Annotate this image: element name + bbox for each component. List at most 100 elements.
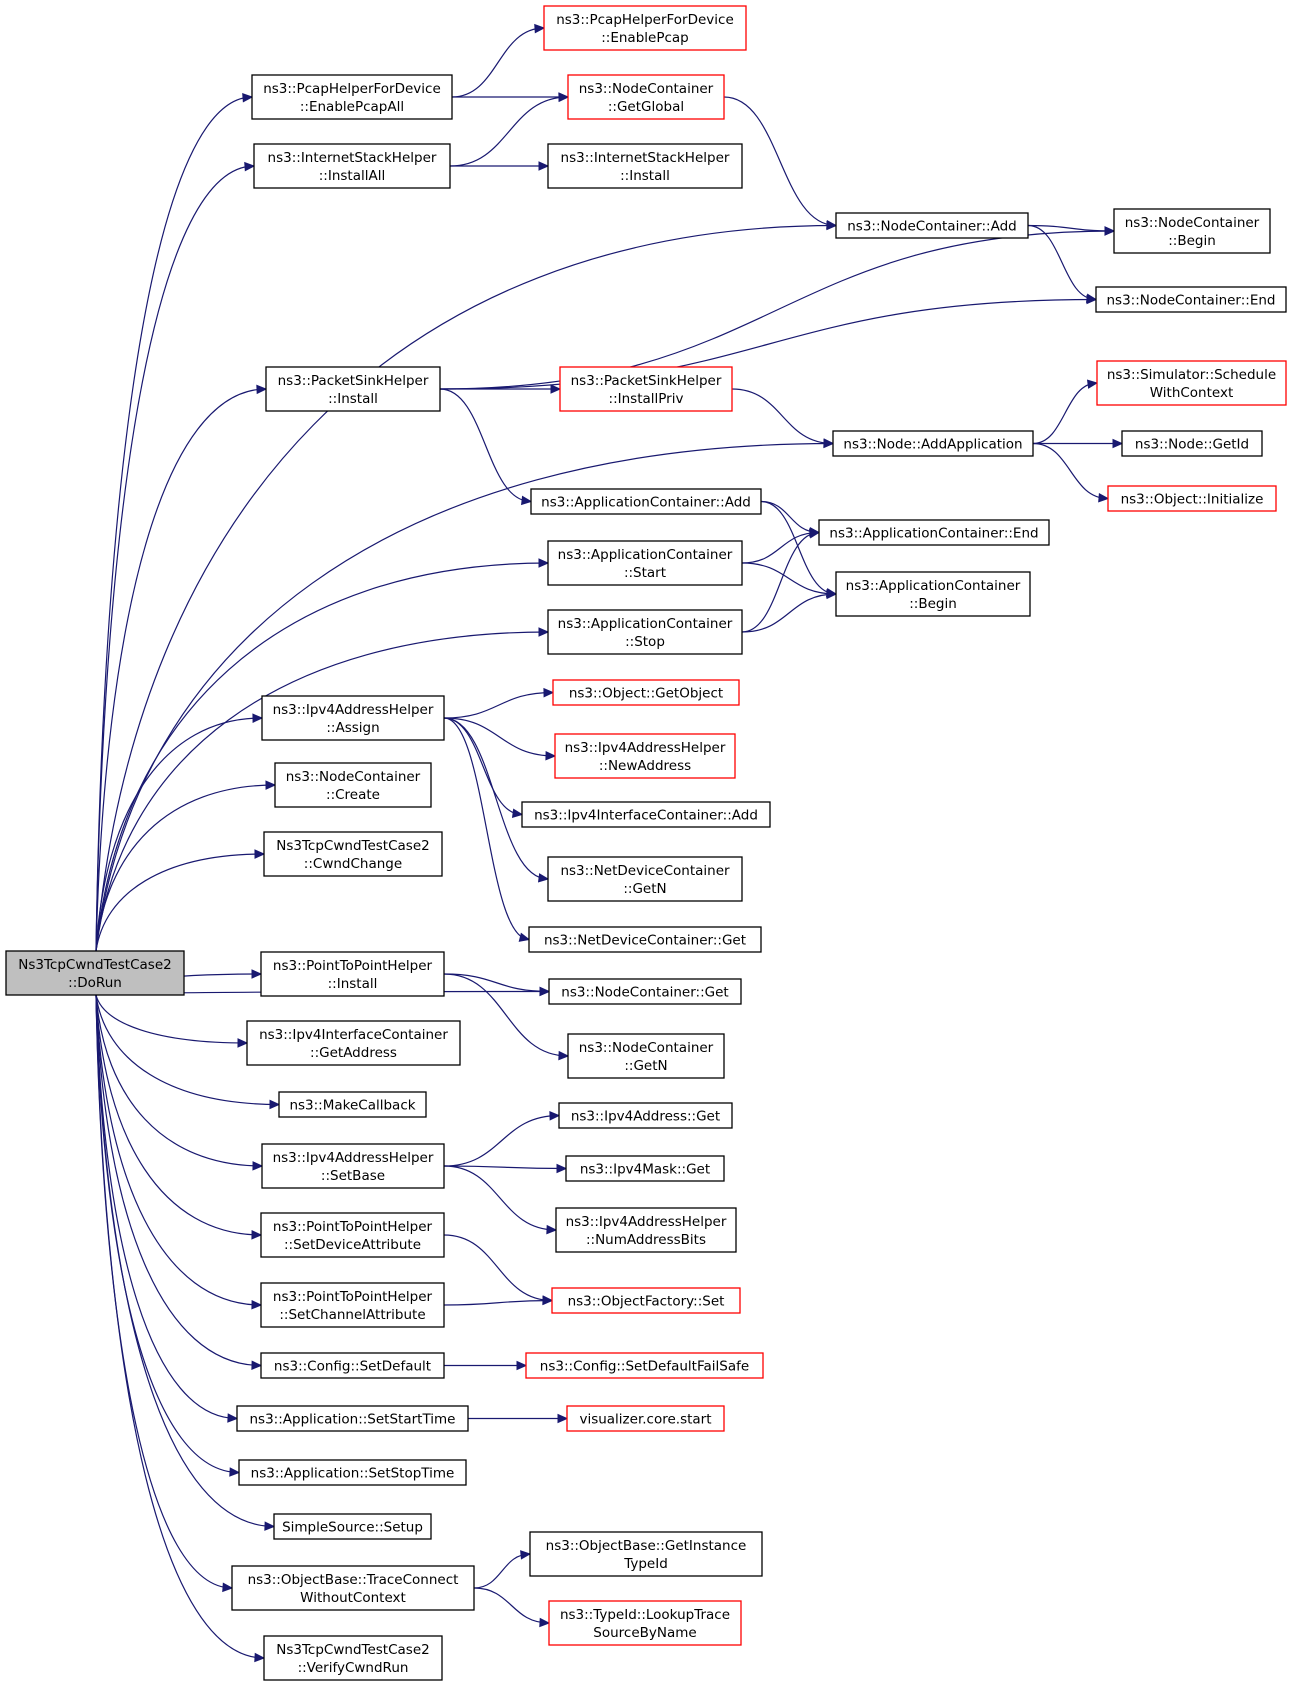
node-label: ::NewAddress [599,758,691,774]
node-ac-add[interactable]: ns3::ApplicationContainer::Add [530,488,762,515]
node-nc-add[interactable]: ns3::NodeContainer::Add [835,212,1029,239]
node-label: ::Assign [326,720,379,736]
node-label: ::CwndChange [304,856,402,872]
node-of-set[interactable]: ns3::ObjectFactory::Set [551,1287,741,1314]
node-label: ::EnablePcapAll [300,99,404,115]
node-box [263,1635,443,1681]
arrowhead-icon [539,1617,551,1628]
node-box [559,366,733,412]
node-obj-get-object[interactable]: ns3::Object::GetObject [552,679,740,706]
node-ac-start[interactable]: ns3::ApplicationContainer::Start [547,540,743,586]
node-node-get-id[interactable]: ns3::Node::GetId [1121,430,1263,457]
node-p2p-set-chan[interactable]: ns3::PointToPointHelper::SetChannelAttri… [260,1282,445,1328]
node-label: ns3::InternetStackHelper [268,150,437,166]
node-root[interactable]: Ns3TcpCwndTestCase2::DoRun [5,950,185,996]
arrowhead-icon [237,1038,249,1048]
node-pcap[interactable]: ns3::PcapHelperForDevice::EnablePcap [543,5,747,51]
node-nc-begin[interactable]: ns3::NodeContainer::Begin [1113,208,1271,254]
node-simple-setup[interactable]: SimpleSource::Setup [273,1513,432,1540]
node-psh-install[interactable]: ns3::PacketSinkHelper::Install [265,366,441,412]
node-label: ns3::NodeContainer [579,81,714,97]
edge-ipv4-assign-to-ipv4-new-addr [443,717,556,757]
edge-pcap-all-to-pcap [451,27,545,98]
node-ndc-get[interactable]: ns3::NetDeviceContainer::Get [528,926,762,953]
node-label: ns3::PacketSinkHelper [278,373,429,389]
node-label: ::Start [624,565,666,581]
edge-root-to-simple-setup [95,994,275,1528]
node-p2p-set-dev[interactable]: ns3::PointToPointHelper::SetDeviceAttrib… [260,1212,445,1258]
node-label: ns3::Config::SetDefault [274,1359,431,1375]
node-ish-install[interactable]: ns3::InternetStackHelper::Install [547,143,743,189]
node-ish-install-all[interactable]: ns3::InternetStackHelper::InstallAll [253,143,451,189]
node-label: TypeId [623,1556,668,1572]
node-box [554,733,736,779]
node-viz-start[interactable]: visualizer.core.start [566,1405,725,1432]
node-label: ::DoRun [68,975,122,991]
arrowhead-icon [511,808,524,818]
node-nc-end[interactable]: ns3::NodeContainer::End [1095,286,1287,313]
node-box [547,856,743,902]
node-psh-install-priv[interactable]: ns3::PacketSinkHelper::InstallPriv [559,366,733,412]
node-label: ns3::InternetStackHelper [561,150,730,166]
node-nc-get[interactable]: ns3::NodeContainer::Get [548,978,742,1005]
node-ndc-get-n[interactable]: ns3::NetDeviceContainer::GetN [547,856,743,902]
node-nc-create[interactable]: ns3::NodeContainer::Create [274,762,432,808]
node-pcap-all[interactable]: ns3::PcapHelperForDevice::EnablePcapAll [251,74,453,120]
node-box [548,978,742,1005]
node-iic-add[interactable]: ns3::Ipv4InterfaceContainer::Add [521,801,771,828]
edge-root-to-nc-add [95,224,837,952]
node-app-stop-time[interactable]: ns3::Application::SetStopTime [238,1459,467,1486]
node-make-callback[interactable]: ns3::MakeCallback [278,1091,427,1118]
arrowhead-icon [534,23,546,34]
node-label: ns3::Config::SetDefaultFailSafe [540,1359,749,1375]
node-box [5,950,185,996]
node-label: SourceByName [593,1625,696,1641]
node-label: ::NumAddressBits [586,1232,706,1248]
node-label: ::Stop [625,634,665,650]
edge-ipv4-assign-to-ndc-get-n [443,717,549,880]
node-label: ns3::Ipv4InterfaceContainer::Add [534,808,758,824]
node-label: ::SetChannelAttribute [279,1307,425,1323]
node-box [558,1102,733,1129]
node-app-start-time[interactable]: ns3::Application::SetStartTime [236,1405,469,1432]
node-ac-begin[interactable]: ns3::ApplicationContainer::Begin [835,571,1031,617]
node-nc-get-global[interactable]: ns3::NodeContainer::GetGlobal [567,74,725,120]
node-mask-get[interactable]: ns3::Ipv4Mask::Get [565,1155,725,1182]
arrowhead-icon [556,1163,568,1174]
node-cfg-set-default[interactable]: ns3::Config::SetDefault [260,1352,445,1379]
edge-root-to-ipv4-assign [95,717,263,952]
node-ob-trace-connect[interactable]: ns3::ObjectBase::TraceConnectWithoutCont… [231,1565,475,1611]
node-obj-init[interactable]: ns3::Object::Initialize [1107,485,1277,512]
node-ipv4-set-base[interactable]: ns3::Ipv4AddressHelper::SetBase [261,1143,445,1189]
node-cfg-fail-safe[interactable]: ns3::Config::SetDefaultFailSafe [525,1352,764,1379]
node-ipv4-get[interactable]: ns3::Ipv4Address::Get [558,1102,733,1129]
edge-node-add-app-to-sim-schedule [1032,382,1098,445]
node-cwnd-change[interactable]: Ns3TcpCwndTestCase2::CwndChange [263,831,443,877]
node-label: ::SetBase [321,1168,385,1184]
arrowhead-icon [823,438,835,448]
node-label: ns3::ObjectFactory::Set [568,1294,725,1310]
node-label: ns3::ApplicationContainer [558,616,733,632]
node-iic-get-addr[interactable]: ns3::Ipv4InterfaceContainer::GetAddress [246,1020,461,1066]
node-p2p-install[interactable]: ns3::PointToPointHelper::Install [260,951,445,997]
node-box [529,1531,763,1577]
node-node-add-app[interactable]: ns3::Node::AddApplication [832,430,1034,457]
node-box [251,74,453,120]
node-ipv4-assign[interactable]: ns3::Ipv4AddressHelper::Assign [261,695,445,741]
node-verify-cwnd[interactable]: Ns3TcpCwndTestCase2::VerifyCwndRun [263,1635,443,1681]
node-ipv4-new-addr[interactable]: ns3::Ipv4AddressHelper::NewAddress [554,733,736,779]
node-ac-stop[interactable]: ns3::ApplicationContainer::Stop [547,609,743,655]
arrowhead-icon [252,713,264,723]
edge-ac-start-to-ac-end [741,531,820,564]
edge-p2p-install-to-nc-get [443,973,550,993]
edge-ish-install-all-to-nc-get-global [449,96,569,167]
node-nc-get-n[interactable]: ns3::NodeContainer::GetN [567,1033,725,1079]
edge-root-to-ac-start [95,562,549,952]
edge-root-to-app-stop-time [95,994,240,1474]
node-num-addr-bits[interactable]: ns3::Ipv4AddressHelper::NumAddressBits [555,1207,737,1253]
node-label: ns3::NodeContainer [286,769,421,785]
node-ac-end[interactable]: ns3::ApplicationContainer::End [818,519,1050,546]
